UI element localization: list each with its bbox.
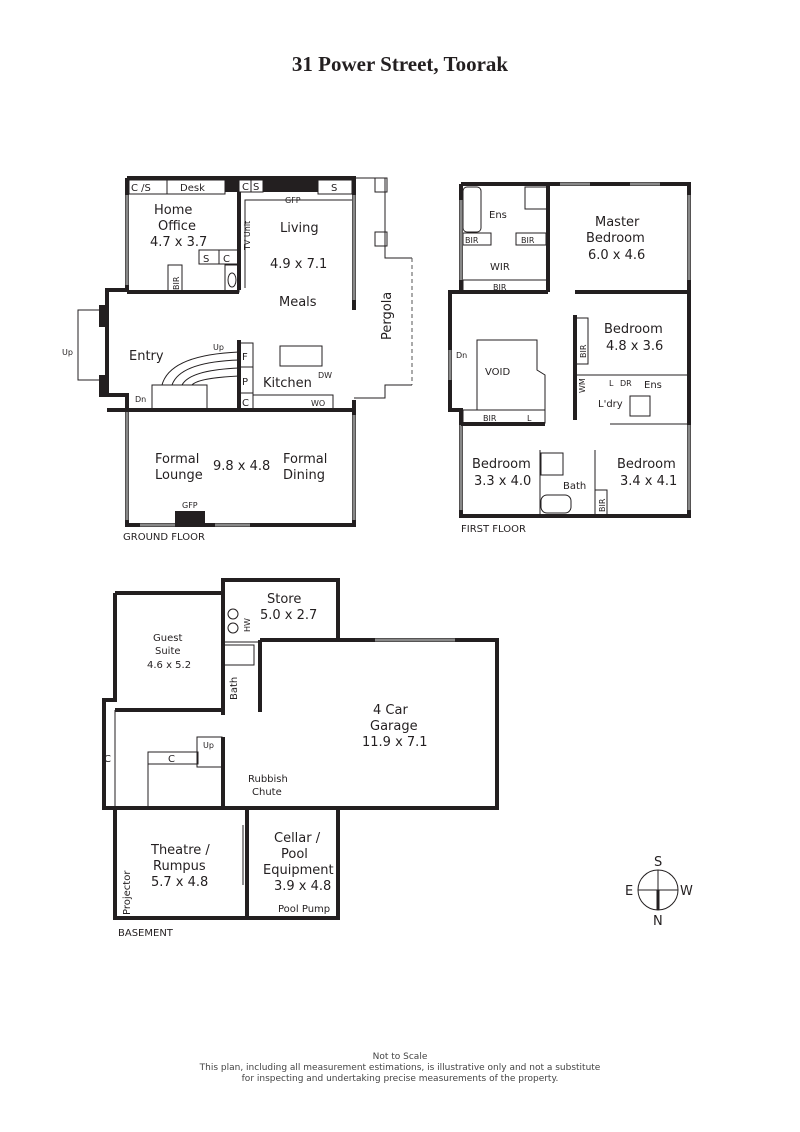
master-ens-name: Ens [489, 210, 507, 221]
garage-size: 11.9 x 7.1 [362, 735, 428, 750]
bed2-name: Bedroom [604, 322, 663, 337]
bed4-name: Bedroom [617, 457, 676, 472]
formal-right-name-1: Formal [283, 452, 327, 467]
wo-label: WO [311, 399, 325, 408]
dw-label: DW [318, 371, 332, 380]
theatre-name-2: Rumpus [153, 859, 206, 874]
pool-pump-label: Pool Pump [278, 904, 330, 915]
dr-label: DR [620, 379, 632, 388]
first-floor-label: FIRST FLOOR [461, 524, 526, 535]
cellar-name-3: Equipment [263, 863, 334, 878]
compass-s: S [654, 855, 662, 870]
bed4-size: 3.4 x 4.1 [620, 474, 677, 489]
home-office-size: 4.7 x 3.7 [150, 235, 207, 250]
garage-name-2: Garage [370, 719, 418, 734]
store-name: Store [267, 592, 301, 607]
ground-floor-label: GROUND FLOOR [123, 532, 205, 543]
fridge-label: F [242, 352, 248, 363]
first-bath-name: Bath [563, 481, 586, 492]
wm-label: WM [578, 378, 587, 393]
page-title: 31 Power Street, Toorak [291, 52, 509, 76]
disclaimer: Not to Scale This plan, including all me… [0, 1052, 800, 1085]
compass-rose-icon [637, 869, 679, 911]
master-name-2: Bedroom [586, 231, 645, 246]
pantry-label: P [242, 377, 248, 388]
compass-w: W [680, 884, 693, 899]
theatre-size: 5.7 x 4.8 [151, 875, 208, 890]
bed2-size: 4.8 x 3.6 [606, 339, 663, 354]
l-2-label: L [609, 379, 614, 388]
rubbish-label-1: Rubbish [248, 774, 288, 785]
bir-5-label: BIR [483, 414, 497, 423]
not-to-scale: Not to Scale [372, 1052, 428, 1062]
home-office-name-2: Office [158, 219, 196, 234]
formal-left-name-1: Formal [155, 452, 199, 467]
entry-name: Entry [129, 349, 164, 364]
pergola-name: Pergola [380, 292, 395, 340]
cellar-size: 3.9 x 4.8 [274, 879, 331, 894]
compass-n: N [653, 914, 663, 929]
ground-bir-label: BIR [172, 276, 181, 290]
wir-name: WIR [490, 262, 510, 273]
ldry-name: L'dry [598, 399, 623, 410]
first-floor-plan [448, 182, 691, 518]
formal-size: 9.8 x 4.8 [213, 459, 270, 474]
kitchen-name: Kitchen [263, 376, 312, 391]
ens2-name: Ens [644, 380, 662, 391]
master-name-1: Master [595, 215, 640, 230]
ground-s-top1-label: S [253, 182, 259, 193]
kitchen-c-label: C [242, 398, 249, 409]
bir-1-label: BIR [465, 236, 479, 245]
ground-floor-plan [77, 176, 413, 527]
first-dn-label: Dn [456, 351, 467, 360]
store-size: 5.0 x 2.7 [260, 608, 317, 623]
cellar-name-2: Pool [281, 847, 308, 862]
hw-label: HW [243, 618, 252, 632]
living-size: 4.9 x 7.1 [270, 257, 327, 272]
bir-3-label: BIR [493, 283, 507, 292]
gfp-bottom-label: GFP [182, 501, 198, 510]
disclaimer-line-3: for inspecting and undertaking precise m… [241, 1074, 559, 1084]
ground-desk-label: Desk [180, 183, 205, 194]
cellar-name-1: Cellar / [274, 831, 321, 846]
ground-c-top-label: C [242, 182, 249, 193]
basement-bath-name: Bath [229, 677, 240, 700]
projector-label: Projector [122, 870, 133, 915]
guest-size: 4.6 x 5.2 [147, 660, 191, 671]
ground-gfp-top-label: GFP [285, 196, 301, 205]
theatre-name-1: Theatre / [150, 843, 210, 858]
meals-name: Meals [279, 295, 317, 310]
bed3-size: 3.3 x 4.0 [474, 474, 531, 489]
entry-up-label: Up [62, 348, 73, 357]
guest-name-1: Guest [153, 633, 182, 644]
basement-c-1-label: C [104, 754, 111, 765]
basement-plan [102, 578, 499, 920]
void-label: VOID [485, 367, 510, 378]
compass-e: E [625, 884, 633, 899]
ground-s-small-label: S [203, 254, 209, 265]
disclaimer-line-2: This plan, including all measurement est… [199, 1063, 601, 1073]
rubbish-label-2: Chute [252, 787, 282, 798]
ground-cs-label: C /S [131, 183, 151, 194]
ground-s-top2-label: S [331, 183, 337, 194]
tv-unit-label: TV Unit [243, 221, 252, 251]
l-1-label: L [527, 414, 532, 423]
bir-2-label: BIR [521, 236, 535, 245]
home-office-name-1: Home [154, 203, 192, 218]
guest-name-2: Suite [155, 646, 181, 657]
stair-up-label: Up [213, 343, 224, 352]
ground-c-small-label: C [223, 254, 230, 265]
bed3-name: Bedroom [472, 457, 531, 472]
basement-c-2-label: C [168, 754, 175, 765]
basement-up-label: Up [203, 741, 214, 750]
bir-6-label: BIR [598, 498, 607, 512]
formal-right-name-2: Dining [283, 468, 325, 483]
bir-4-label: BIR [579, 344, 588, 358]
stair-dn-label: Dn [135, 395, 146, 404]
living-name: Living [280, 221, 319, 236]
basement-label: BASEMENT [118, 928, 174, 939]
formal-left-name-2: Lounge [155, 468, 203, 483]
garage-name-1: 4 Car [373, 703, 408, 718]
master-size: 6.0 x 4.6 [588, 248, 645, 263]
